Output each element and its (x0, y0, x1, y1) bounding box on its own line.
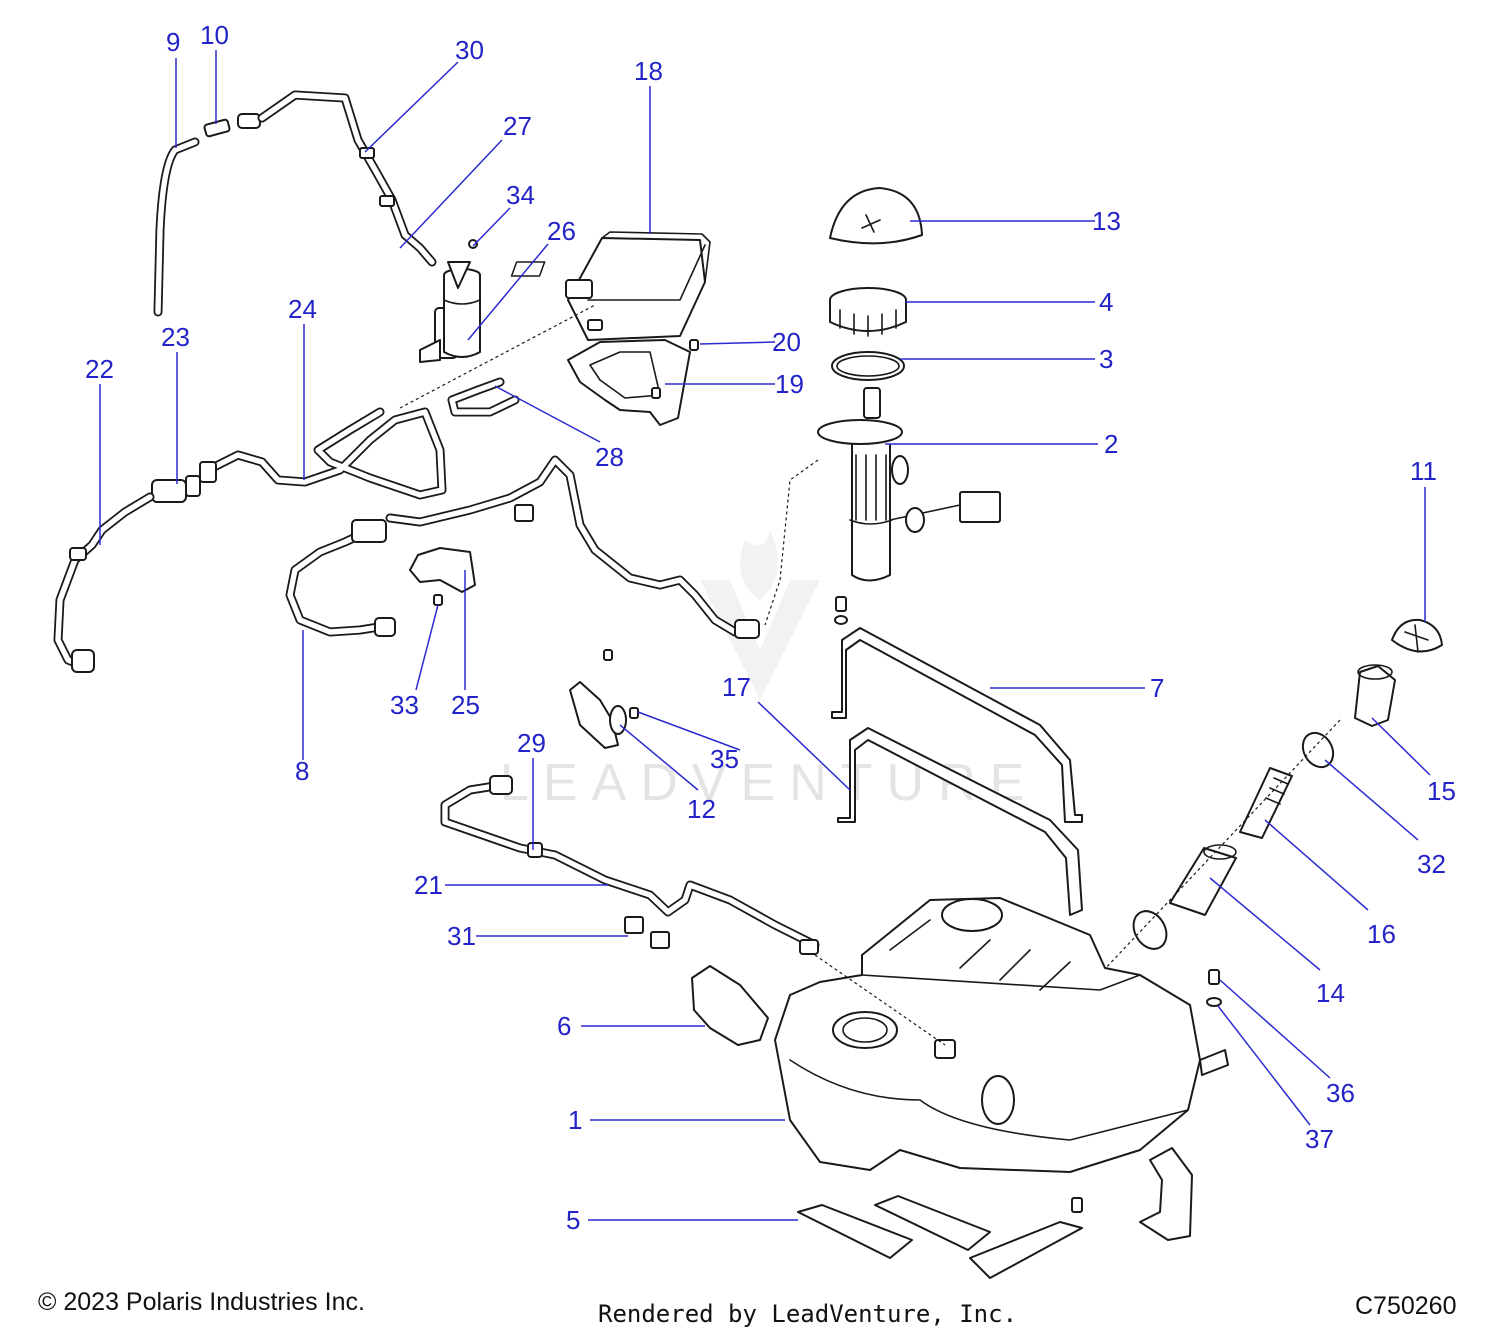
bolt-washer-pump (834, 596, 848, 625)
bolt-tank (1071, 1197, 1083, 1213)
callout-36: 36 (1326, 1078, 1355, 1108)
callout-7: 7 (1150, 673, 1164, 703)
hose-14 (1169, 844, 1237, 916)
callout-23: 23 (161, 322, 190, 352)
canister-bracket-19 (567, 339, 691, 426)
vent-hose-9 (153, 137, 200, 317)
callout-5: 5 (566, 1205, 580, 1235)
callout-26: 26 (547, 216, 576, 246)
dash-hose-to-canister (399, 304, 596, 409)
purge-valve-26 (419, 261, 481, 363)
filler-cap-11 (1391, 618, 1443, 653)
bracket-25 (409, 547, 476, 593)
tank-strap-17 (837, 727, 1083, 916)
bracket-12 (569, 681, 627, 749)
callout-10: 10 (200, 20, 229, 50)
callout-27: 27 (503, 111, 532, 141)
callout-21: 21 (414, 870, 443, 900)
callout-4: 4 (1099, 287, 1113, 317)
fuel-line-21 (440, 775, 820, 955)
callout-33: 33 (390, 690, 419, 720)
fitting-10 (203, 113, 261, 138)
callout-32: 32 (1417, 849, 1446, 879)
callout-13: 13 (1092, 206, 1121, 236)
leader-lines (99, 50, 1431, 1221)
vent-hose-27 (257, 90, 437, 267)
heat-shield-6 (691, 965, 769, 1046)
lock-ring-4 (829, 287, 907, 337)
callout-25: 25 (451, 690, 480, 720)
filler-neck-15 (1354, 664, 1396, 727)
callout-1: 1 (568, 1105, 582, 1135)
callout-12: 12 (687, 794, 716, 824)
clamp-14b (1132, 910, 1168, 950)
screw-20 (689, 339, 699, 351)
callout-15: 15 (1427, 776, 1456, 806)
dash-line-to-tank (814, 954, 946, 1046)
callout-8: 8 (295, 756, 309, 786)
dash-neck-to-tank (999, 719, 1341, 1081)
callout-31: 31 (447, 921, 476, 951)
callout-18: 18 (634, 56, 663, 86)
callout-14: 14 (1316, 978, 1345, 1008)
fuel-line-8 (285, 455, 760, 639)
evap-canister-18 (510, 231, 711, 341)
callout-16: 16 (1367, 919, 1396, 949)
fuel-tank-1 (774, 897, 1201, 1173)
callout-34: 34 (506, 180, 535, 210)
callout-17: 17 (722, 672, 751, 702)
callout-11: 11 (1410, 456, 1437, 486)
bolt-36 (1208, 969, 1220, 985)
screw-33 (433, 594, 443, 606)
tank-strap-7 (831, 627, 1083, 823)
connector-23 (151, 461, 217, 503)
filler-pipe-16 (1239, 767, 1293, 839)
callout-24: 24 (288, 294, 317, 324)
tank-mount (1199, 1049, 1229, 1076)
fuel-pump-2 (817, 387, 1001, 582)
callout-20: 20 (772, 327, 801, 357)
o-ring-3 (831, 351, 905, 381)
callout-3: 3 (1099, 344, 1113, 374)
callout-numbers: 1 2 3 4 5 6 7 8 9 10 11 12 13 14 15 16 1… (85, 20, 1456, 1235)
dash-pump-to-line (764, 459, 819, 626)
callout-6: 6 (557, 1011, 571, 1041)
screw-12b (603, 649, 613, 661)
clip-8b (514, 504, 534, 522)
rendered-by-text: Rendered by LeadVenture, Inc. (598, 1300, 1018, 1328)
callout-37: 37 (1305, 1124, 1334, 1154)
callout-9: 9 (166, 27, 180, 57)
callout-2: 2 (1104, 429, 1118, 459)
filler-cap-13 (829, 187, 923, 245)
callout-28: 28 (595, 442, 624, 472)
clip-29 (527, 842, 543, 858)
hose-28 (447, 377, 520, 417)
diagram-code: C750260 (1355, 1292, 1457, 1320)
callout-19: 19 (775, 369, 804, 399)
callout-35: 35 (710, 744, 739, 774)
vent-hose-24 (207, 407, 447, 500)
vent-hose-22 (53, 492, 155, 673)
callout-22: 22 (85, 354, 114, 384)
hose-clip-30 (359, 147, 395, 207)
copyright-text: © 2023 Polaris Industries Inc. (38, 1288, 365, 1316)
screw-34 (468, 239, 478, 249)
callout-30: 30 (455, 35, 484, 65)
washer-37 (1206, 997, 1222, 1007)
callout-29: 29 (517, 728, 546, 758)
leadventure-watermark-logo (700, 530, 820, 700)
clip-31 (624, 916, 670, 949)
bottom-strap (1139, 1147, 1193, 1241)
screw-19b (651, 387, 661, 399)
screw-35 (629, 707, 639, 719)
pad-5 (797, 1195, 1083, 1279)
